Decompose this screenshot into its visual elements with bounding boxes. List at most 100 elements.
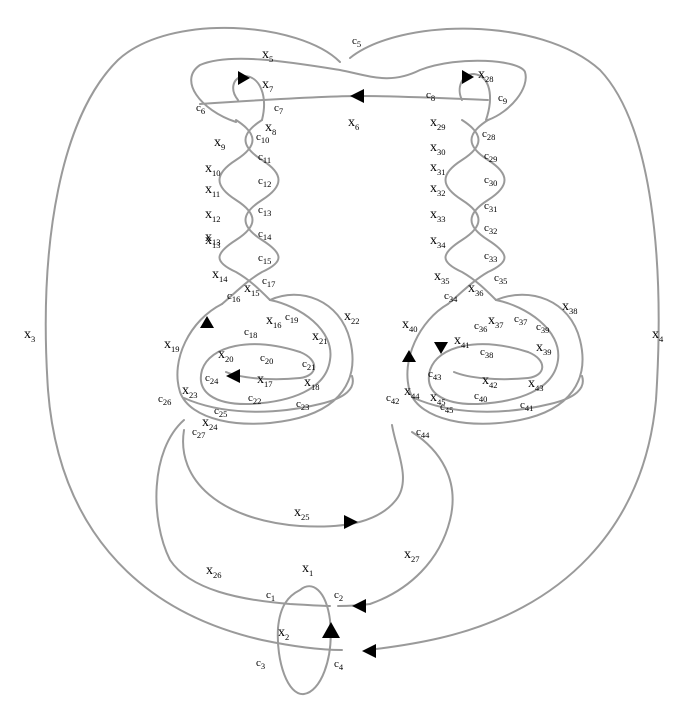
- label-c10-letter: c: [256, 131, 261, 143]
- label-x31-letter: x: [430, 160, 437, 175]
- label-x19-subscript: 19: [171, 344, 180, 354]
- label-c5: c5: [352, 35, 361, 49]
- label-c31-letter: c: [484, 200, 489, 212]
- top-band-x5: [190, 57, 527, 123]
- label-x38: x38: [562, 299, 578, 316]
- strand-x27: [337, 431, 454, 607]
- left-tangle-mid-loop: [199, 299, 332, 406]
- label-x34: x34: [430, 233, 446, 250]
- label-x45-subscript: 45: [437, 397, 446, 407]
- label-x3-subscript: 3: [31, 334, 35, 344]
- label-x7: x7: [262, 77, 273, 94]
- label-x37: x37: [488, 313, 504, 330]
- label-c8-letter: c: [426, 89, 431, 101]
- label-x39: x39: [536, 340, 552, 357]
- label-x40-letter: x: [402, 317, 409, 332]
- label-x33: x33: [430, 207, 446, 224]
- label-x32-letter: x: [430, 181, 437, 196]
- label-c28-subscript: 28: [487, 132, 496, 142]
- label-c4-letter: c: [334, 658, 339, 670]
- label-x4: x4: [652, 327, 664, 344]
- left-tangle-inner-loop: [225, 351, 316, 381]
- label-c25-letter: c: [214, 405, 219, 417]
- label-c15-letter: c: [258, 252, 263, 264]
- label-c8-subscript: 8: [431, 93, 435, 103]
- label-c43-subscript: 43: [433, 372, 442, 382]
- label-c40-subscript: 40: [479, 394, 488, 404]
- label-c11: c11: [258, 151, 271, 165]
- label-c45-letter: c: [440, 401, 445, 413]
- arrow-x1-icon: [322, 622, 340, 638]
- label-x34-letter: x: [430, 233, 437, 248]
- label-c10-subscript: 10: [261, 135, 270, 145]
- label-c1: c1: [266, 589, 275, 603]
- label-c3-subscript: 3: [261, 661, 265, 671]
- label-x35: x35: [434, 269, 450, 286]
- outer-arc-x3: [44, 26, 343, 651]
- label-x20-subscript: 20: [225, 354, 234, 364]
- label-x13b-letter: x: [205, 233, 212, 248]
- left-tangle-outer-loop: [176, 293, 354, 425]
- label-x35-letter: x: [434, 269, 441, 284]
- label-c5-letter: c: [352, 35, 357, 47]
- label-c13-letter: c: [258, 204, 263, 216]
- label-x45: x45: [430, 390, 446, 407]
- label-x12-subscript: 12: [212, 214, 221, 224]
- label-x24: x24: [202, 415, 218, 432]
- label-c36-subscript: 36: [479, 324, 488, 334]
- loop-x7: [232, 74, 265, 121]
- label-x39-subscript: 39: [543, 347, 552, 357]
- label-c3-letter: c: [256, 657, 261, 669]
- label-x35-subscript: 35: [441, 276, 450, 286]
- label-c22: c22: [248, 392, 261, 406]
- label-c21: c21: [302, 358, 315, 372]
- label-x8-subscript: 8: [272, 127, 276, 137]
- label-c33-subscript: 33: [489, 254, 498, 264]
- label-c14: c14: [258, 228, 272, 242]
- label-x41-subscript: 41: [461, 340, 470, 350]
- label-c29: c29: [484, 150, 497, 164]
- label-c41-subscript: 41: [525, 403, 534, 413]
- label-c24-subscript: 24: [210, 376, 219, 386]
- label-c44: c44: [416, 426, 430, 440]
- label-x4-letter: x: [652, 327, 659, 342]
- label-c27-subscript: 27: [197, 430, 206, 440]
- label-x20-letter: x: [218, 347, 225, 362]
- label-x6-letter: x: [348, 115, 355, 130]
- label-x30-letter: x: [430, 140, 437, 155]
- label-c15: c15: [258, 252, 271, 266]
- label-c31-subscript: 31: [489, 204, 498, 214]
- label-c28-letter: c: [482, 128, 487, 140]
- label-x18-subscript: 18: [311, 382, 320, 392]
- label-x20: x20: [218, 347, 234, 364]
- label-c12-letter: c: [258, 175, 263, 187]
- label-x16-subscript: 16: [273, 320, 282, 330]
- arrow-x6-icon: [350, 89, 364, 103]
- label-c20-letter: c: [260, 352, 265, 364]
- arrow-x25-icon: [344, 515, 358, 529]
- label-x27-letter: x: [404, 547, 411, 562]
- label-c12-subscript: 12: [263, 179, 272, 189]
- label-x5-letter: x: [262, 47, 269, 62]
- arrow-x7-icon: [238, 71, 250, 85]
- label-c41-letter: c: [520, 399, 525, 411]
- label-c26-letter: c: [158, 393, 163, 405]
- label-x29-letter: x: [430, 115, 437, 130]
- label-x25-subscript: 25: [301, 512, 310, 522]
- label-c32: c32: [484, 222, 497, 236]
- label-c27: c27: [192, 426, 205, 440]
- right-tangle-inner-loop: [453, 351, 544, 381]
- label-x2-letter: x: [278, 625, 285, 640]
- label-x3: x3: [24, 327, 35, 344]
- label-c5-subscript: 5: [357, 39, 361, 49]
- label-c13-subscript: 13: [263, 208, 272, 218]
- label-c45-subscript: 45: [445, 405, 454, 415]
- label-x31: x31: [430, 160, 446, 177]
- label-x27-subscript: 27: [411, 554, 420, 564]
- right-twist-strand-b: [447, 119, 506, 305]
- label-c22-subscript: 22: [253, 396, 262, 406]
- label-x24-letter: x: [202, 415, 209, 430]
- label-x22: x22: [344, 309, 360, 326]
- label-x38-subscript: 38: [569, 306, 578, 316]
